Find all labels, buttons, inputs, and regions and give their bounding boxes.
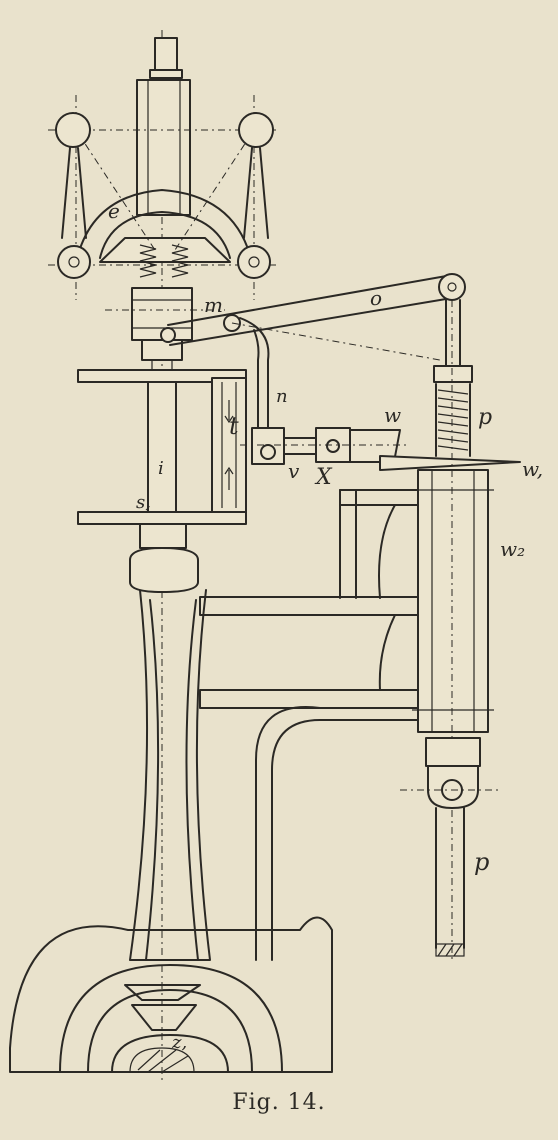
label-n: n bbox=[276, 386, 288, 407]
label-v: v bbox=[288, 459, 300, 483]
label-w2: w₂ bbox=[500, 537, 525, 561]
handles bbox=[55, 112, 274, 279]
label-p-lower: p bbox=[474, 848, 489, 876]
label-z: z, bbox=[171, 1032, 187, 1053]
figure-caption: Fig. 14. bbox=[232, 1090, 326, 1115]
label-e: e bbox=[108, 199, 120, 223]
label-w1: w, bbox=[522, 457, 543, 481]
label-m: m bbox=[204, 293, 223, 317]
frame-arms bbox=[199, 489, 421, 961]
label-w: w bbox=[384, 403, 401, 427]
label-i: i bbox=[158, 458, 164, 479]
label-x: X bbox=[314, 465, 333, 490]
label-o: o bbox=[370, 286, 382, 310]
label-p-upper: p bbox=[478, 405, 492, 430]
base-foot bbox=[9, 916, 333, 1073]
belt-pulley bbox=[77, 369, 247, 593]
lever bbox=[160, 273, 466, 441]
coupling bbox=[240, 427, 410, 465]
label-t: t bbox=[229, 412, 239, 440]
label-s: s, bbox=[136, 492, 151, 513]
right-standard bbox=[379, 299, 521, 960]
